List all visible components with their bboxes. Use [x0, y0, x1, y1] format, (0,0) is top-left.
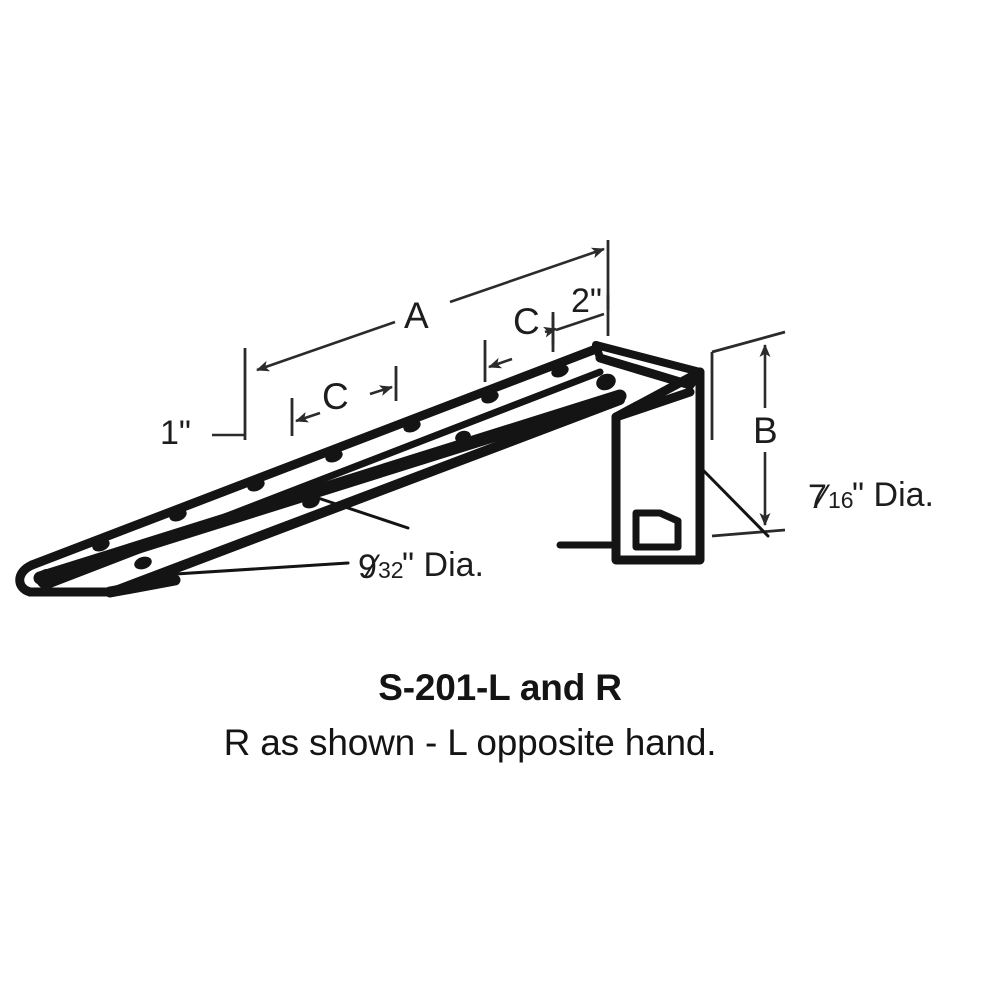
large-hole-dia-suffix: " Dia. [852, 476, 934, 514]
caption-subtitle: R as shown - L opposite hand. [224, 722, 717, 763]
dimension-C-upper-label: C [513, 301, 540, 342]
dimension-A-label: A [404, 295, 429, 336]
annotation-large-hole-dia: 7 ⁄ 16 " Dia. [698, 465, 934, 538]
dimension-B: B [710, 330, 786, 538]
figure-caption: S-201-L and R R as shown - L opposite ha… [224, 667, 717, 763]
bracket-body [15, 341, 705, 598]
dimension-B-label: B [753, 410, 778, 451]
annotation-small-hole-dia: 9 ⁄ 32 " Dia. [158, 496, 484, 586]
dimension-1in: 1" [160, 414, 245, 452]
large-hole-dia-denominator: 16 [828, 487, 854, 513]
large-hole-dia-numerator: 7 [808, 478, 827, 516]
dimension-C-upper: C [483, 301, 557, 382]
dimension-C-lower: C [290, 366, 398, 436]
small-hole-dia-denominator: 32 [378, 557, 404, 583]
dimension-1in-label: 1" [160, 414, 191, 452]
small-hole-dia-numerator: 9 [358, 548, 377, 586]
rail-hole-group [92, 364, 616, 570]
dimension-2in-label: 2" [571, 282, 602, 320]
dimension-C-lower-label: C [322, 376, 349, 417]
mounting-flange-slot [632, 509, 682, 551]
bracket-bottom-edge [113, 395, 625, 595]
dimension-2in: 2" [551, 282, 610, 345]
bracket-lower-rail [33, 389, 627, 585]
caption-title: S-201-L and R [378, 667, 621, 708]
small-hole-dia-suffix: " Dia. [402, 546, 484, 584]
mounting-flange [556, 367, 705, 565]
dimension-A: A [243, 240, 610, 440]
